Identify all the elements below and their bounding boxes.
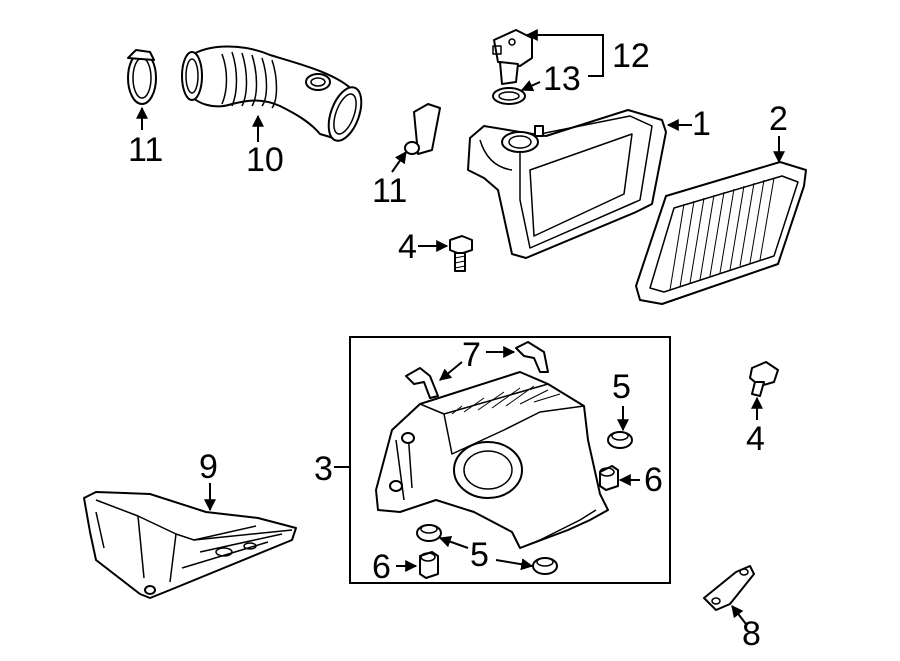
part-5-grommets [416, 406, 633, 575]
part-4-bolt-right [749, 361, 779, 420]
part-8-bracket [703, 565, 755, 625]
callout-6-right: 6 [644, 461, 663, 499]
callout-7: 7 [462, 336, 481, 374]
callout-12: 12 [612, 37, 650, 75]
callout-6-left: 6 [372, 548, 391, 586]
part-13-sensor-o-ring [492, 80, 541, 105]
callout-1: 1 [692, 105, 711, 143]
part-11-hose-clamp-left [127, 49, 157, 130]
part-4-bolt-upper [418, 235, 473, 272]
part-12-airflow-sensor [492, 29, 604, 85]
part-2-air-filter [635, 136, 807, 305]
group-3-frame [349, 336, 671, 584]
part-11-hose-clamp-right [391, 103, 441, 173]
part-10-intake-hose [181, 45, 363, 142]
callout-4-upper: 4 [398, 228, 417, 266]
callout-4-right: 4 [746, 420, 765, 458]
callout-8: 8 [742, 615, 761, 653]
part-7-mount-clips [405, 341, 549, 399]
callout-10: 10 [246, 141, 284, 179]
callout-9: 9 [199, 448, 218, 486]
callout-13: 13 [543, 60, 581, 98]
callout-11-left: 11 [128, 131, 163, 169]
callout-3: 3 [314, 450, 333, 488]
part-6-bushings [396, 465, 640, 579]
callout-11-right: 11 [372, 172, 407, 210]
part-9-air-intake-duct [83, 483, 297, 599]
part-1-air-cleaner-cover [467, 109, 692, 259]
callout-2: 2 [769, 100, 788, 138]
callout-5-lower: 5 [470, 536, 489, 574]
part-3-air-cleaner-housing [375, 371, 609, 549]
callout-5-upper: 5 [612, 368, 631, 406]
